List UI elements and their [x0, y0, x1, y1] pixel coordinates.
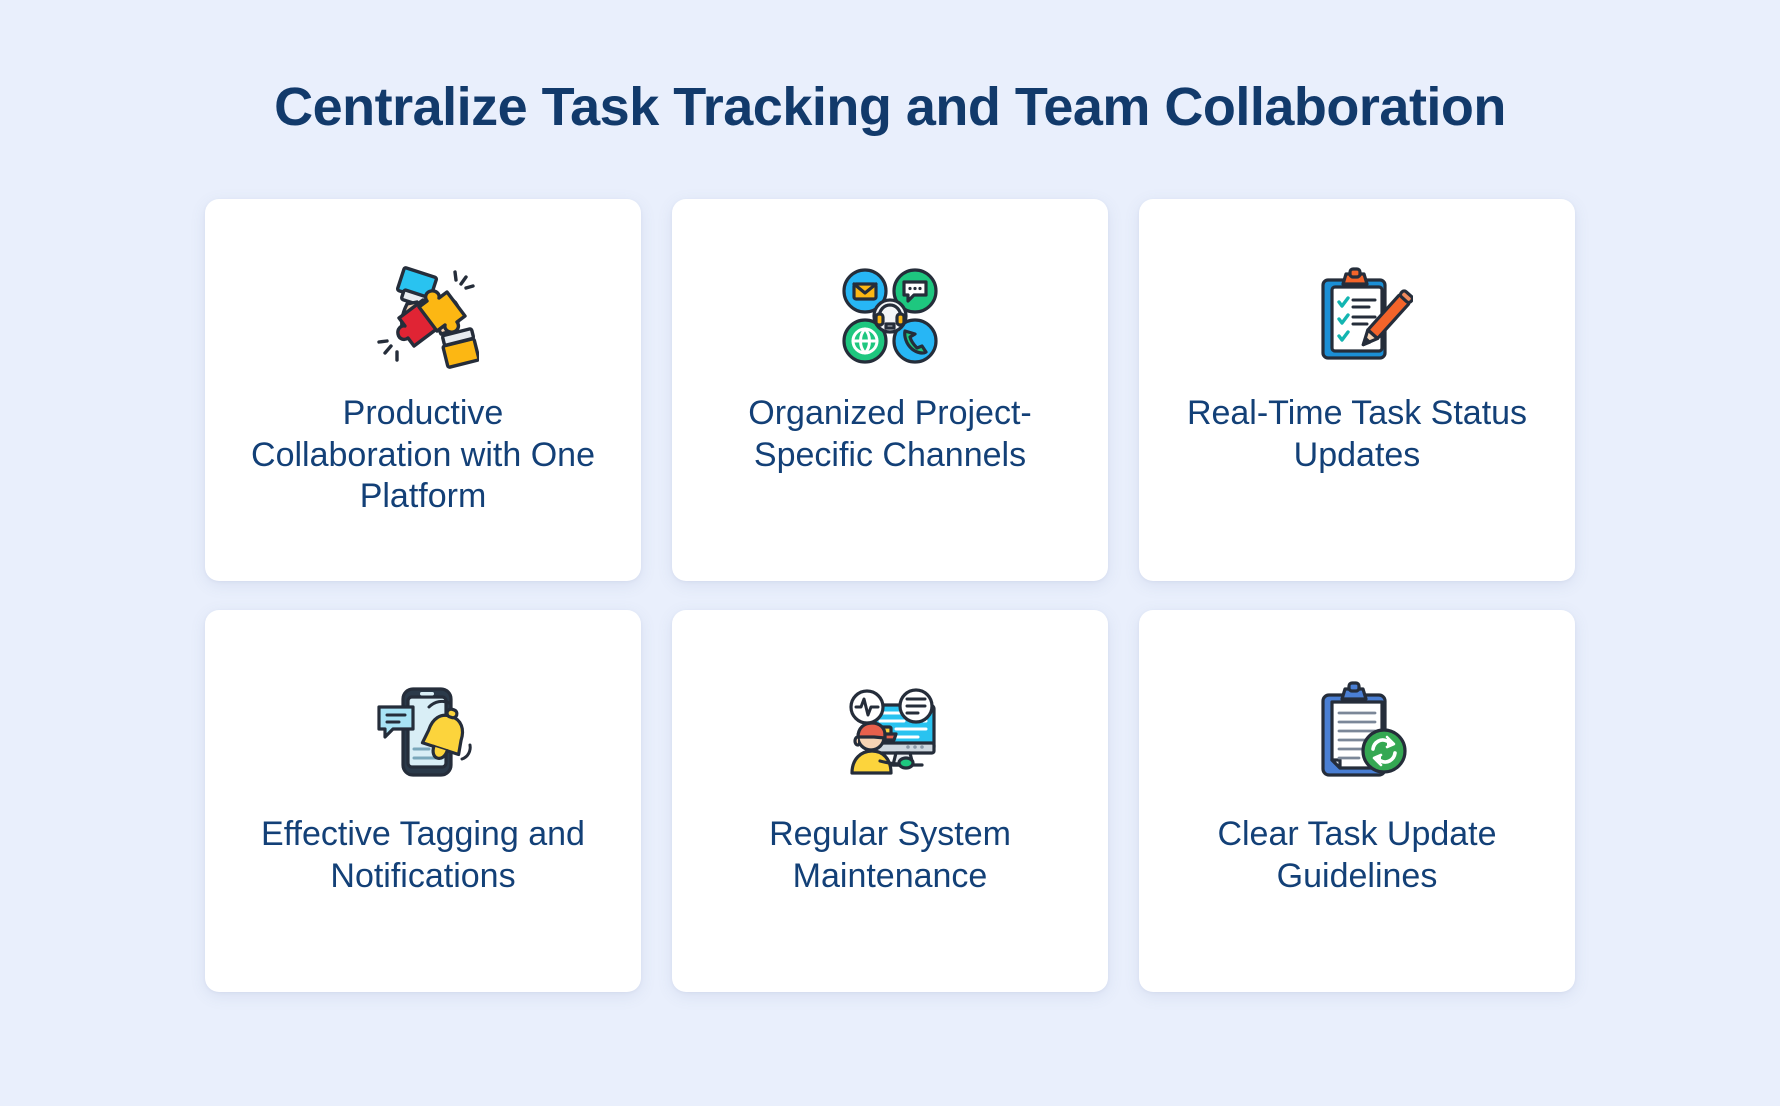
feature-card-grid: Productive Collaboration with One Platfo…: [200, 199, 1580, 993]
clipboard-checklist-pencil-icon: [1298, 257, 1416, 375]
feature-card-regular-maintenance[interactable]: Regular System Maintenance: [672, 610, 1108, 993]
communication-channels-icon: [831, 257, 949, 375]
feature-card-title: Regular System Maintenance: [769, 815, 1011, 895]
feature-card-title: Effective Tagging and Notifications: [261, 815, 585, 895]
puzzle-hands-icon: [364, 257, 482, 375]
system-maintenance-monitor-icon: [831, 672, 949, 790]
feature-card-effective-tagging[interactable]: Effective Tagging and Notifications: [205, 610, 641, 993]
feature-card-title: Real-Time Task Status Updates: [1186, 394, 1528, 474]
feature-card-title: Clear Task Update Guidelines: [1217, 815, 1497, 895]
clipboard-sync-icon: [1298, 672, 1416, 790]
phone-bell-notification-icon: [364, 672, 482, 790]
page-title: Centralize Task Tracking and Team Collab…: [274, 77, 1506, 137]
feature-card-title: Organized Project-Specific Channels: [748, 394, 1032, 474]
feature-card-clear-guidelines[interactable]: Clear Task Update Guidelines: [1139, 610, 1575, 993]
feature-card-real-time-status[interactable]: Real-Time Task Status Updates: [1139, 199, 1575, 582]
feature-card-title: Productive Collaboration with One Platfo…: [251, 394, 595, 516]
feature-card-organized-channels[interactable]: Organized Project-Specific Channels: [672, 199, 1108, 582]
feature-card-productive-collaboration[interactable]: Productive Collaboration with One Platfo…: [205, 199, 641, 582]
